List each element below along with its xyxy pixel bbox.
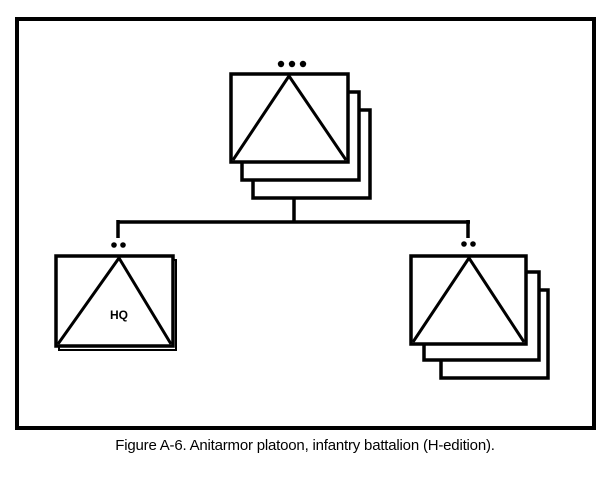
figure-frame <box>15 17 596 430</box>
section-dot <box>470 241 476 247</box>
platoon-dot <box>277 60 285 68</box>
platoon-echelon-dots <box>277 60 307 68</box>
platoon-antiarmor-mark <box>231 73 348 161</box>
hq-section-symbol: HQ <box>54 254 177 351</box>
platoon-front-box <box>229 72 350 164</box>
hq-label: HQ <box>110 308 128 322</box>
hq-dot <box>120 242 126 248</box>
platoon-symbol <box>229 72 372 200</box>
section-echelon-dots <box>461 241 476 247</box>
hq-front-box <box>54 254 175 348</box>
platoon-dot <box>299 60 307 68</box>
hq-antiarmor-mark <box>56 255 173 345</box>
section-dot <box>461 241 467 247</box>
figure-caption: Figure A-6. Anitarmor platoon, infantry … <box>115 437 495 454</box>
section-front-box <box>409 254 528 346</box>
section-antiarmor-mark <box>411 255 526 343</box>
antiarmor-section-symbol <box>409 254 550 380</box>
hq-echelon-dots <box>111 242 126 248</box>
hq-dot <box>111 242 117 248</box>
platoon-dot <box>288 60 296 68</box>
connector-lines <box>116 198 470 238</box>
